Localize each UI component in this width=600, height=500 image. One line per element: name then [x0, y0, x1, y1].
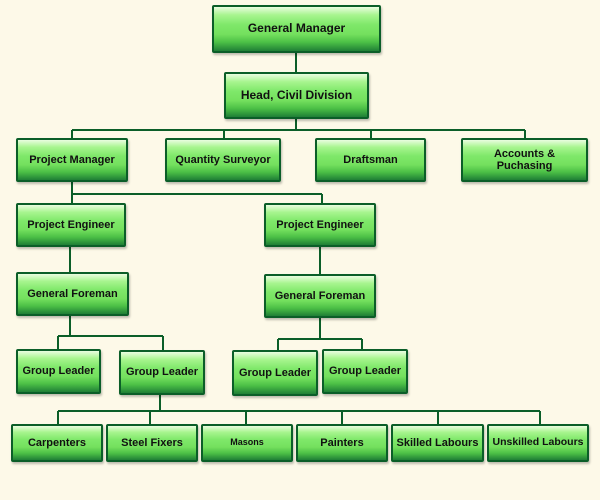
head-civil-division-box: Head, Civil Division: [224, 72, 369, 119]
project-engineer-1-box: Project Engineer: [16, 203, 126, 247]
project-engineer-2-box: Project Engineer: [264, 203, 376, 247]
head-civil-division-label: Head, Civil Division: [240, 87, 353, 102]
quantity-surveyor-label: Quantity Surveyor: [175, 153, 271, 166]
group-leader-3-label: Group Leader: [238, 366, 312, 379]
general-foreman-2-box: General Foreman: [264, 274, 376, 318]
project-manager-label: Project Manager: [29, 153, 115, 166]
steel-fixers-box: Steel Fixers: [106, 424, 198, 462]
project-manager-box: Project Manager: [16, 138, 128, 182]
group-leader-1-label: Group Leader: [22, 365, 95, 378]
carpenters-label: Carpenters: [27, 436, 87, 449]
steel-fixers-label: Steel Fixers: [121, 436, 183, 449]
carpenters-box: Carpenters: [11, 424, 103, 462]
group-leader-3-box: Group Leader: [232, 350, 318, 396]
masons-box: Masons: [201, 424, 293, 462]
unskilled-labours-label: Unskilled Labours: [492, 436, 584, 449]
general-manager-label: General Manager: [247, 21, 346, 36]
group-leader-2-box: Group Leader: [119, 350, 205, 395]
skilled-labours-label: Skilled Labours: [396, 436, 479, 449]
general-foreman-1-box: General Foreman: [16, 272, 129, 316]
painters-box: Painters: [296, 424, 388, 462]
accounts-purchasing-label: Accounts & Puchasing: [493, 147, 556, 172]
draftsman-label: Draftsman: [343, 153, 398, 166]
masons-label: Masons: [230, 437, 264, 448]
general-foreman-2-label: General Foreman: [274, 289, 366, 302]
general-manager-box: General Manager: [212, 5, 381, 53]
group-leader-4-label: Group Leader: [328, 365, 402, 378]
unskilled-labours-box: Unskilled Labours: [487, 424, 589, 462]
project-engineer-1-label: Project Engineer: [27, 218, 115, 231]
painters-label: Painters: [320, 436, 364, 449]
draftsman-box: Draftsman: [315, 138, 426, 182]
accounts-purchasing-box: Accounts & Puchasing: [461, 138, 588, 182]
group-leader-2-label: Group Leader: [125, 366, 199, 379]
skilled-labours-box: Skilled Labours: [391, 424, 484, 462]
project-engineer-2-label: Project Engineer: [276, 218, 364, 231]
quantity-surveyor-box: Quantity Surveyor: [165, 138, 281, 182]
group-leader-4-box: Group Leader: [322, 349, 408, 394]
group-leader-1-box: Group Leader: [16, 349, 101, 394]
general-foreman-1-label: General Foreman: [27, 287, 118, 300]
